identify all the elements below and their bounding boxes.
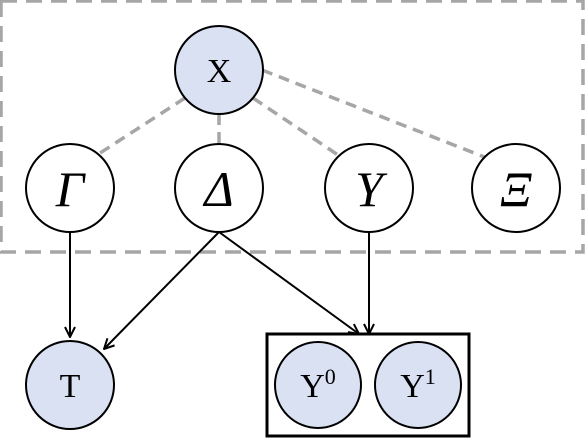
node-y0-base: Y	[300, 368, 325, 405]
arrow-delta-y	[218, 231, 359, 334]
node-delta-label: Δ	[202, 161, 233, 217]
node-t-label: T	[60, 368, 81, 405]
dashed-group-box	[0, 0, 585, 254]
node-upsilon-circle	[324, 143, 414, 233]
node-x-circle	[174, 25, 264, 115]
node-y0: Y0	[274, 341, 362, 429]
node-xi-circle	[471, 143, 561, 233]
node-gamma: Γ	[25, 143, 115, 233]
directed-edges	[70, 231, 369, 349]
node-y1-circle	[374, 341, 462, 429]
node-y0-label: Y0	[300, 364, 336, 405]
node-xi-label: Ξ	[500, 161, 532, 217]
dashed-edges	[96, 68, 488, 160]
node-delta: Δ	[174, 143, 264, 233]
node-gamma-circle	[25, 143, 115, 233]
potential-outcomes-box	[265, 332, 471, 438]
node-y1-sup: 1	[425, 364, 436, 389]
node-y0-circle	[274, 341, 362, 429]
dashed-edge-x-xi	[261, 68, 488, 160]
dashed-edge-x-upsilon	[252, 96, 339, 157]
node-y1: Y1	[374, 341, 462, 429]
node-upsilon-label: Υ	[355, 161, 388, 217]
node-xi: Ξ	[471, 143, 561, 233]
node-y1-label: Y1	[400, 364, 436, 405]
node-gamma-label: Γ	[55, 161, 87, 217]
node-delta-circle	[174, 143, 264, 233]
node-y1-base: Y	[400, 368, 425, 405]
node-t-circle	[25, 340, 115, 430]
node-y0-sup: 0	[325, 364, 336, 389]
dashed-edge-x-gamma	[96, 96, 186, 157]
node-t: T	[25, 340, 115, 430]
arrow-delta-t	[104, 231, 220, 349]
node-upsilon: Υ	[324, 143, 414, 233]
node-x: X	[174, 25, 264, 115]
node-x-label: X	[207, 53, 232, 90]
